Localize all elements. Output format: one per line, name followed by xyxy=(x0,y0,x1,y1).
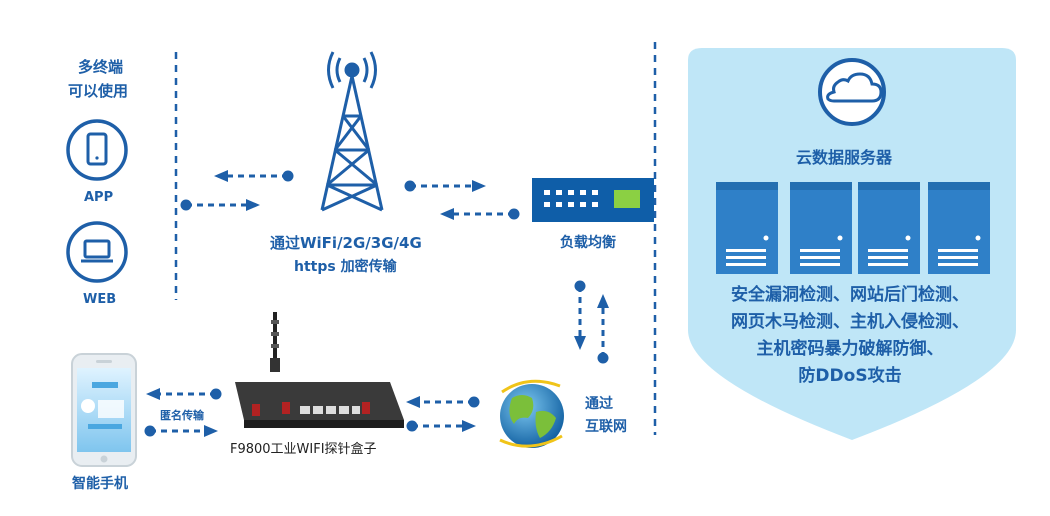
load-balancer-icon xyxy=(532,178,654,222)
security-line-3: 主机密码暴力破解防御、 xyxy=(756,339,944,359)
load-balancer-label: 负载均衡 xyxy=(560,235,616,251)
anonymous-transfer-label: 匿名传输 xyxy=(160,409,204,422)
terminals-title-line2: 可以使用 xyxy=(68,82,129,100)
globe-internet-icon xyxy=(499,379,564,448)
arrow-terminals-to-tower xyxy=(180,199,260,211)
security-line-2: 网页木马检测、主机入侵检测、 xyxy=(731,312,969,332)
internet-label-line2: 互联网 xyxy=(585,419,627,435)
arrow-router-to-phone xyxy=(146,388,222,400)
arrow-balancer-down xyxy=(574,280,586,350)
cell-tower-icon xyxy=(320,51,384,212)
server-rack-1 xyxy=(716,182,778,274)
router-label: F9800工业WIFI探针盒子 xyxy=(230,442,377,457)
tower-caption-line1: 通过WiFi/2G/3G/4G xyxy=(270,234,422,252)
cloud-title: 云数据服务器 xyxy=(796,148,893,167)
arrow-balancer-to-tower xyxy=(440,208,520,220)
terminals-title-line1: 多终端 xyxy=(78,58,124,76)
cloud-icon xyxy=(818,58,886,126)
server-rack-3 xyxy=(858,182,920,274)
security-line-4: 防DDoS攻击 xyxy=(798,366,902,386)
internet-label-line1: 通过 xyxy=(585,396,613,412)
arrow-internet-to-router xyxy=(406,396,480,408)
mobile-icon xyxy=(66,119,128,181)
server-rack-2 xyxy=(790,182,852,274)
router-device-icon xyxy=(235,312,404,428)
smartphone-label: 智能手机 xyxy=(72,476,128,492)
web-label: WEB xyxy=(83,292,117,307)
security-line-1: 安全漏洞检测、网站后门检测、 xyxy=(731,285,969,305)
smartphone-icon xyxy=(71,353,137,467)
laptop-icon xyxy=(66,221,128,283)
server-rack-4 xyxy=(928,182,990,274)
security-features: 安全漏洞检测、网站后门检测、 网页木马检测、主机入侵检测、 主机密码暴力破解防御… xyxy=(700,282,1000,390)
app-label: APP xyxy=(84,190,114,205)
arrow-router-to-internet xyxy=(406,420,476,432)
arrow-tower-to-balancer xyxy=(404,180,486,192)
arrow-phone-to-router xyxy=(144,425,218,437)
tower-caption-line2: https 加密传输 xyxy=(294,259,397,275)
arrow-internet-up xyxy=(597,294,609,364)
arrow-tower-to-terminals xyxy=(214,170,294,182)
